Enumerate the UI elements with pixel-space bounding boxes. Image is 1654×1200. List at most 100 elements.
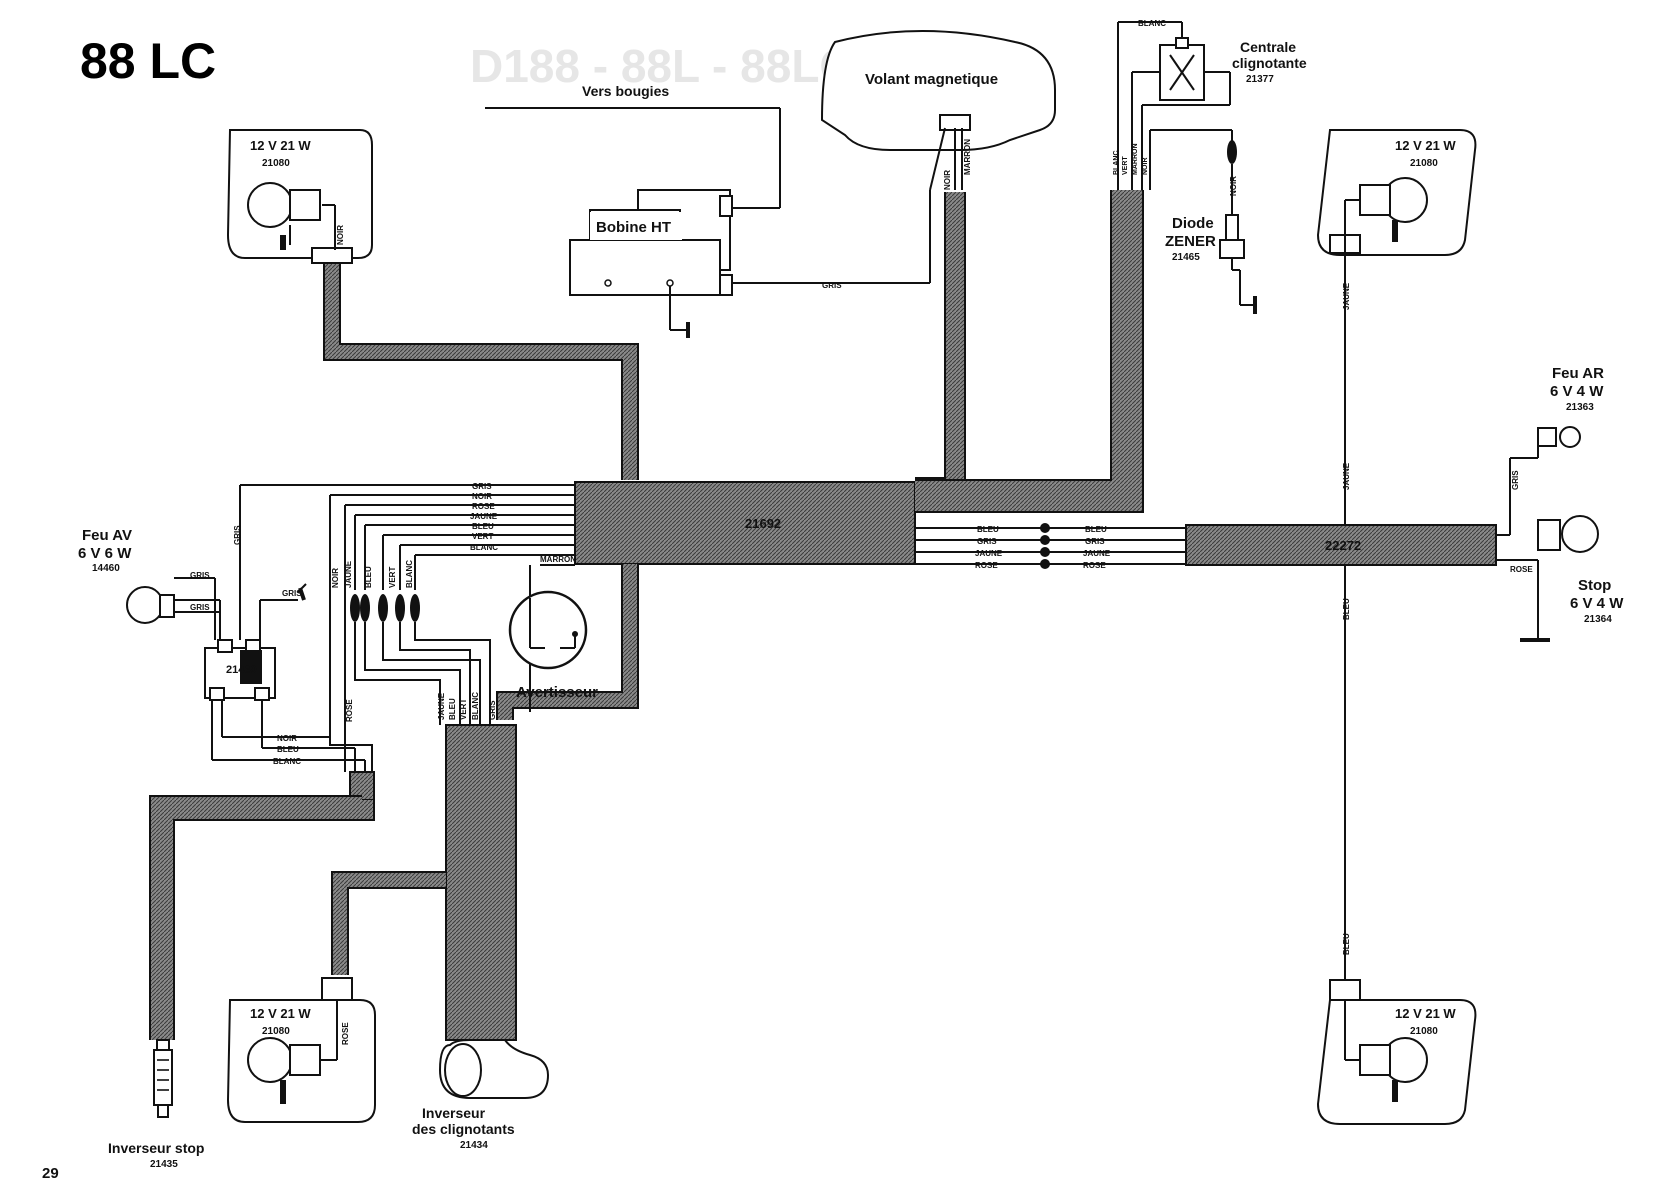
centrale-clignotante: BLANC BLANC VERT MARRON NOIR Centrale cl… <box>1113 19 1307 190</box>
svg-text:NOIR: NOIR <box>336 225 345 245</box>
vertical-wire-labels: GRIS NOIR JAUNE BLEU VERT BLANC ROSE JAU… <box>233 525 497 722</box>
svg-text:NOIR: NOIR <box>1142 158 1149 176</box>
svg-text:GRIS: GRIS <box>1511 470 1520 490</box>
svg-text:BLEU: BLEU <box>1085 525 1107 534</box>
svg-text:ROSE: ROSE <box>341 1022 350 1045</box>
svg-text:GRIS: GRIS <box>1085 537 1105 546</box>
vers-bougies-label: Vers bougies <box>582 83 669 99</box>
svg-text:21363: 21363 <box>1566 402 1594 413</box>
svg-text:GRIS: GRIS <box>488 700 497 720</box>
svg-text:BLANC: BLANC <box>470 543 498 552</box>
svg-text:BLEU: BLEU <box>977 525 999 534</box>
bobine-ht: Vers bougies Bobine HT GRIS <box>485 83 931 338</box>
svg-text:12 V 21 W: 12 V 21 W <box>1395 138 1456 153</box>
svg-text:BLEU: BLEU <box>364 566 373 588</box>
lamp-bottom-right: BLEU BLEU 12 V 21 W 21080 <box>1316 565 1477 1125</box>
harness-main-box <box>574 481 916 565</box>
svg-text:GRIS: GRIS <box>190 571 210 580</box>
svg-text:BLANC: BLANC <box>273 757 301 766</box>
svg-text:21080: 21080 <box>1410 158 1438 169</box>
svg-text:MARRON: MARRON <box>963 139 972 175</box>
svg-text:6 V 6 W: 6 V 6 W <box>78 545 132 562</box>
inverseur-clignotants: Inverseur des clignotants 21434 <box>412 1039 550 1151</box>
lamp-top-right: 12 V 21 W 21080 JAUNE JAUNE <box>1316 129 1477 525</box>
svg-text:NOIR: NOIR <box>472 492 492 501</box>
svg-text:NOIR: NOIR <box>331 568 340 588</box>
svg-text:Inverseur: Inverseur <box>422 1105 486 1121</box>
svg-text:JAUNE: JAUNE <box>344 560 353 588</box>
svg-text:NOIR: NOIR <box>277 734 297 743</box>
svg-text:GRIS: GRIS <box>233 525 242 545</box>
harness-rear-box <box>1185 524 1497 566</box>
svg-text:GRIS: GRIS <box>472 482 492 491</box>
avertisseur: Avertisseur <box>508 590 598 701</box>
svg-text:BLEU: BLEU <box>448 698 457 720</box>
svg-text:ZENER: ZENER <box>1165 233 1216 250</box>
harness-rear-ref: 22272 <box>1325 538 1361 553</box>
svg-text:NOIR: NOIR <box>1229 176 1238 196</box>
svg-text:12 V 21 W: 12 V 21 W <box>250 1006 311 1021</box>
svg-text:12 V 21 W: 12 V 21 W <box>1395 1006 1456 1021</box>
svg-text:clignotante: clignotante <box>1232 55 1307 71</box>
switch-ref: 21439 <box>226 664 257 676</box>
inverseur-stop: Inverseur stop 21435 <box>108 1039 204 1170</box>
svg-text:BLANC: BLANC <box>405 560 414 588</box>
svg-text:Feu AR: Feu AR <box>1552 365 1604 382</box>
svg-text:21080: 21080 <box>1410 1026 1438 1037</box>
svg-text:Stop: Stop <box>1578 577 1611 594</box>
main-wire-labels: GRIS NOIR ROSE JAUNE BLEU VERT BLANC MAR… <box>470 482 576 564</box>
splice-dots <box>1040 523 1050 569</box>
svg-text:ROSE: ROSE <box>1510 565 1533 574</box>
svg-text:21434: 21434 <box>460 1140 488 1151</box>
svg-text:12 V 21 W: 12 V 21 W <box>250 138 311 153</box>
svg-text:JAUNE: JAUNE <box>1342 462 1351 490</box>
svg-text:ROSE: ROSE <box>975 561 998 570</box>
svg-text:VERT: VERT <box>388 567 397 588</box>
svg-text:BLEU: BLEU <box>1342 598 1351 620</box>
svg-text:BLANC: BLANC <box>1138 19 1166 28</box>
bobine-label: Bobine HT <box>596 219 671 236</box>
svg-text:BLANC: BLANC <box>471 692 480 720</box>
svg-text:GRIS: GRIS <box>977 537 997 546</box>
volant-magnetique: Volant magnetique NOIR MARRON <box>820 30 1056 191</box>
page-title: 88 LC <box>80 33 216 89</box>
svg-text:6 V 4 W: 6 V 4 W <box>1550 383 1604 400</box>
svg-text:ROSE: ROSE <box>345 699 354 722</box>
svg-text:BLEU: BLEU <box>472 522 494 531</box>
svg-text:JAUNE: JAUNE <box>437 692 446 720</box>
svg-text:JAUNE: JAUNE <box>1083 549 1111 558</box>
svg-text:JAUNE: JAUNE <box>1342 282 1351 310</box>
bullet-connectors <box>350 594 420 622</box>
svg-text:BLEU: BLEU <box>1342 933 1351 955</box>
svg-text:21377: 21377 <box>1246 74 1274 85</box>
wires-left <box>239 484 575 772</box>
svg-text:BLANC: BLANC <box>1113 151 1120 176</box>
svg-text:Diode: Diode <box>1172 215 1214 232</box>
ghost-text: D188 - 88L - 88LC <box>470 40 853 92</box>
harness-cables <box>149 190 1497 1041</box>
svg-text:VERT: VERT <box>1122 156 1129 175</box>
svg-text:6 V 4 W: 6 V 4 W <box>1570 595 1624 612</box>
svg-text:VERT: VERT <box>472 532 493 541</box>
diode-zener: NOIR Diode ZENER 21465 <box>1165 130 1257 314</box>
svg-text:MARRON: MARRON <box>540 555 576 564</box>
svg-text:des clignotants: des clignotants <box>412 1121 515 1137</box>
svg-text:JAUNE: JAUNE <box>470 512 498 521</box>
svg-text:21465: 21465 <box>1172 252 1200 263</box>
svg-text:Volant magnetique: Volant magnetique <box>865 71 998 88</box>
svg-text:NOIR: NOIR <box>943 170 952 190</box>
svg-text:ROSE: ROSE <box>1083 561 1106 570</box>
feu-av-and-switch: 21439 GRIS GRIS GRIS NOIR BLEU BLANC Feu… <box>78 527 366 772</box>
svg-text:21435: 21435 <box>150 1159 178 1170</box>
feu-ar-and-stop: GRIS ROSE Feu AR 6 V 4 W 21363 Stop 6 V … <box>1496 365 1624 642</box>
svg-text:14460: 14460 <box>92 563 120 574</box>
svg-text:Centrale: Centrale <box>1240 39 1296 55</box>
svg-text:MARRON: MARRON <box>1132 144 1139 176</box>
lamp-bottom-left: 12 V 21 W 21080 ROSE <box>226 977 376 1123</box>
rear-wire-labels: BLEU GRIS JAUNE ROSE BLEU GRIS JAUNE ROS… <box>975 525 1111 570</box>
svg-text:GRIS: GRIS <box>822 281 842 290</box>
svg-text:ROSE: ROSE <box>472 502 495 511</box>
svg-text:21080: 21080 <box>262 1026 290 1037</box>
svg-text:Inverseur stop: Inverseur stop <box>108 1140 204 1156</box>
